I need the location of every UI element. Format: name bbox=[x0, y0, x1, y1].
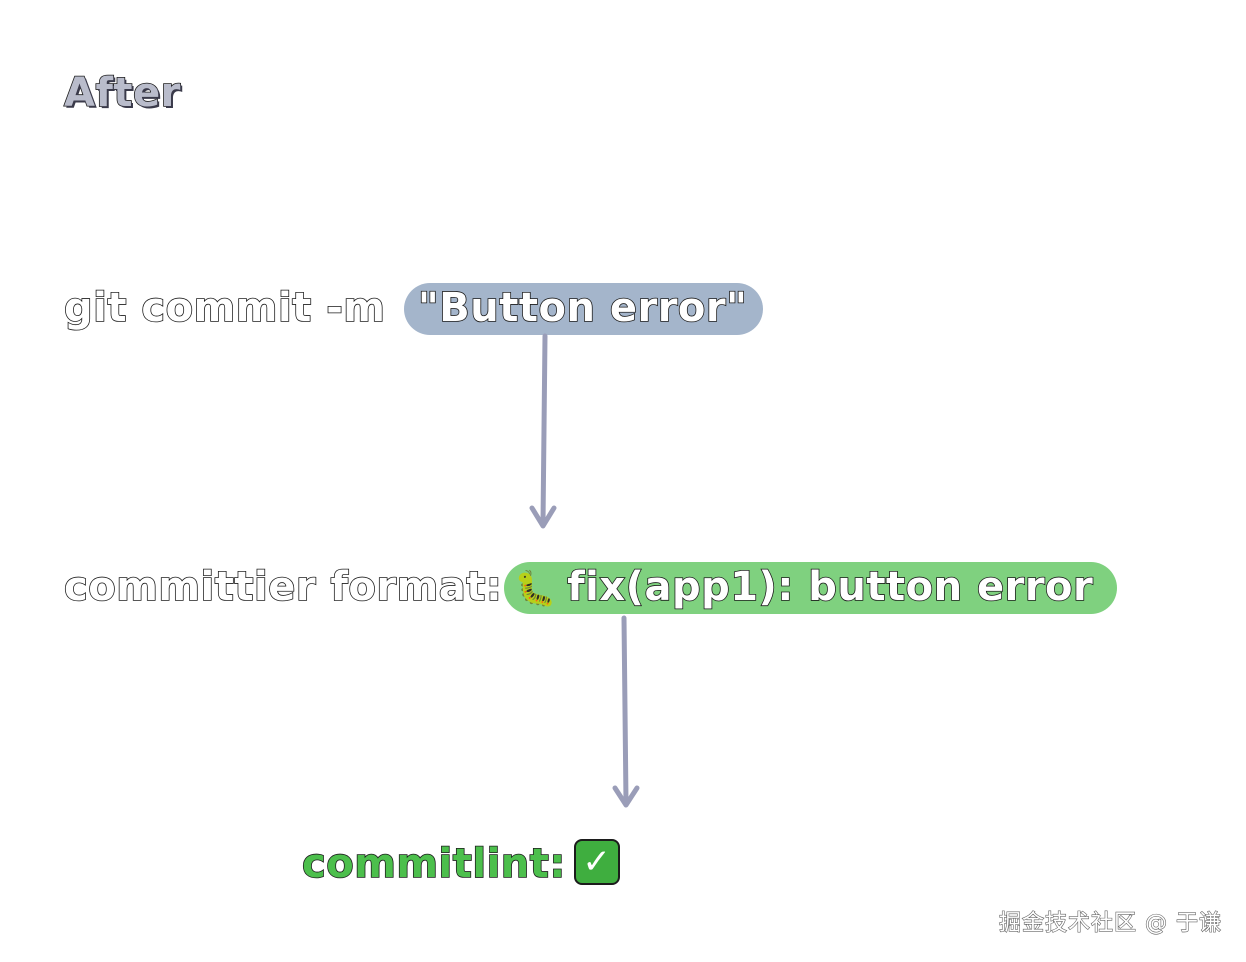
git-command: git commit -m bbox=[63, 284, 386, 332]
arrow-git-to-committier bbox=[529, 333, 557, 529]
arrow-committier-to-commitlint bbox=[612, 615, 640, 808]
committier-format-line: committier format:🐛fix(app1): button err… bbox=[63, 562, 1118, 614]
commitlint-line: commitlint:✓ bbox=[301, 838, 620, 890]
git-commit-message: "Button error" bbox=[403, 283, 764, 335]
commitlint-label: commitlint: bbox=[301, 840, 566, 888]
formatted-message-text: fix(app1): button error bbox=[566, 563, 1094, 611]
check-mark-icon: ✓ bbox=[573, 839, 620, 885]
bug-icon: 🐛 bbox=[514, 569, 558, 609]
committier-label: committier format: bbox=[63, 563, 503, 611]
git-commit-line: git commit -m "Button error" bbox=[63, 283, 764, 335]
watermark: 掘金技术社区 @ 于谦 bbox=[998, 910, 1222, 936]
formatted-commit-message: 🐛fix(app1): button error bbox=[504, 562, 1118, 614]
page-title: After bbox=[63, 69, 181, 117]
